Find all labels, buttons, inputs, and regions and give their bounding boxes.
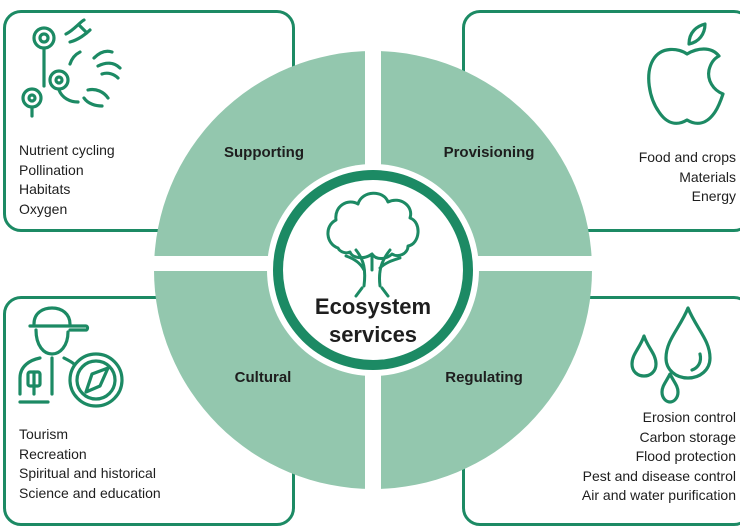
quadrant-label-supporting: Supporting	[224, 144, 304, 161]
center-title-line2: services	[329, 322, 417, 347]
ecosystem-services-diagram: Ecosystem services Supporting Provisioni…	[154, 51, 592, 489]
cultural-items: Tourism Recreation Spiritual and histori…	[19, 425, 161, 503]
regulating-items: Erosion control Carbon storage Flood pro…	[582, 408, 736, 506]
list-item: Energy	[691, 188, 736, 204]
list-item: Air and water purification	[581, 487, 736, 503]
list-item: Flood protection	[635, 448, 736, 464]
list-item: Recreation	[19, 445, 87, 462]
list-item: Tourism	[19, 426, 69, 442]
list-item: Erosion control	[642, 409, 736, 425]
list-item: Nutrient cycling	[19, 142, 115, 158]
apple-icon	[647, 22, 725, 125]
list-item: Oxygen	[19, 200, 68, 217]
provisioning-items: Food and crops Materials Energy	[639, 148, 736, 207]
list-item: Science and education	[19, 484, 161, 501]
quadrant-label-cultural: Cultural	[235, 369, 292, 386]
water-drops-icon	[630, 306, 712, 404]
list-item: Carbon storage	[639, 428, 736, 445]
list-item: Materials	[679, 168, 736, 185]
tree-icon	[326, 191, 420, 298]
center-title-line1: Ecosystem	[315, 294, 431, 319]
quadrant-label-provisioning: Provisioning	[444, 144, 535, 161]
list-item: Pollination	[19, 161, 84, 178]
flowers-icon	[21, 18, 122, 118]
supporting-items: Nutrient cycling Pollination Habitats Ox…	[19, 141, 115, 219]
hiker-compass-icon	[18, 306, 124, 408]
list-item: Food and crops	[638, 149, 736, 165]
list-item: Spiritual and historical	[19, 465, 156, 481]
quadrant-label-regulating: Regulating	[445, 369, 523, 386]
list-item: Pest and disease control	[582, 467, 736, 484]
list-item: Habitats	[19, 181, 71, 197]
